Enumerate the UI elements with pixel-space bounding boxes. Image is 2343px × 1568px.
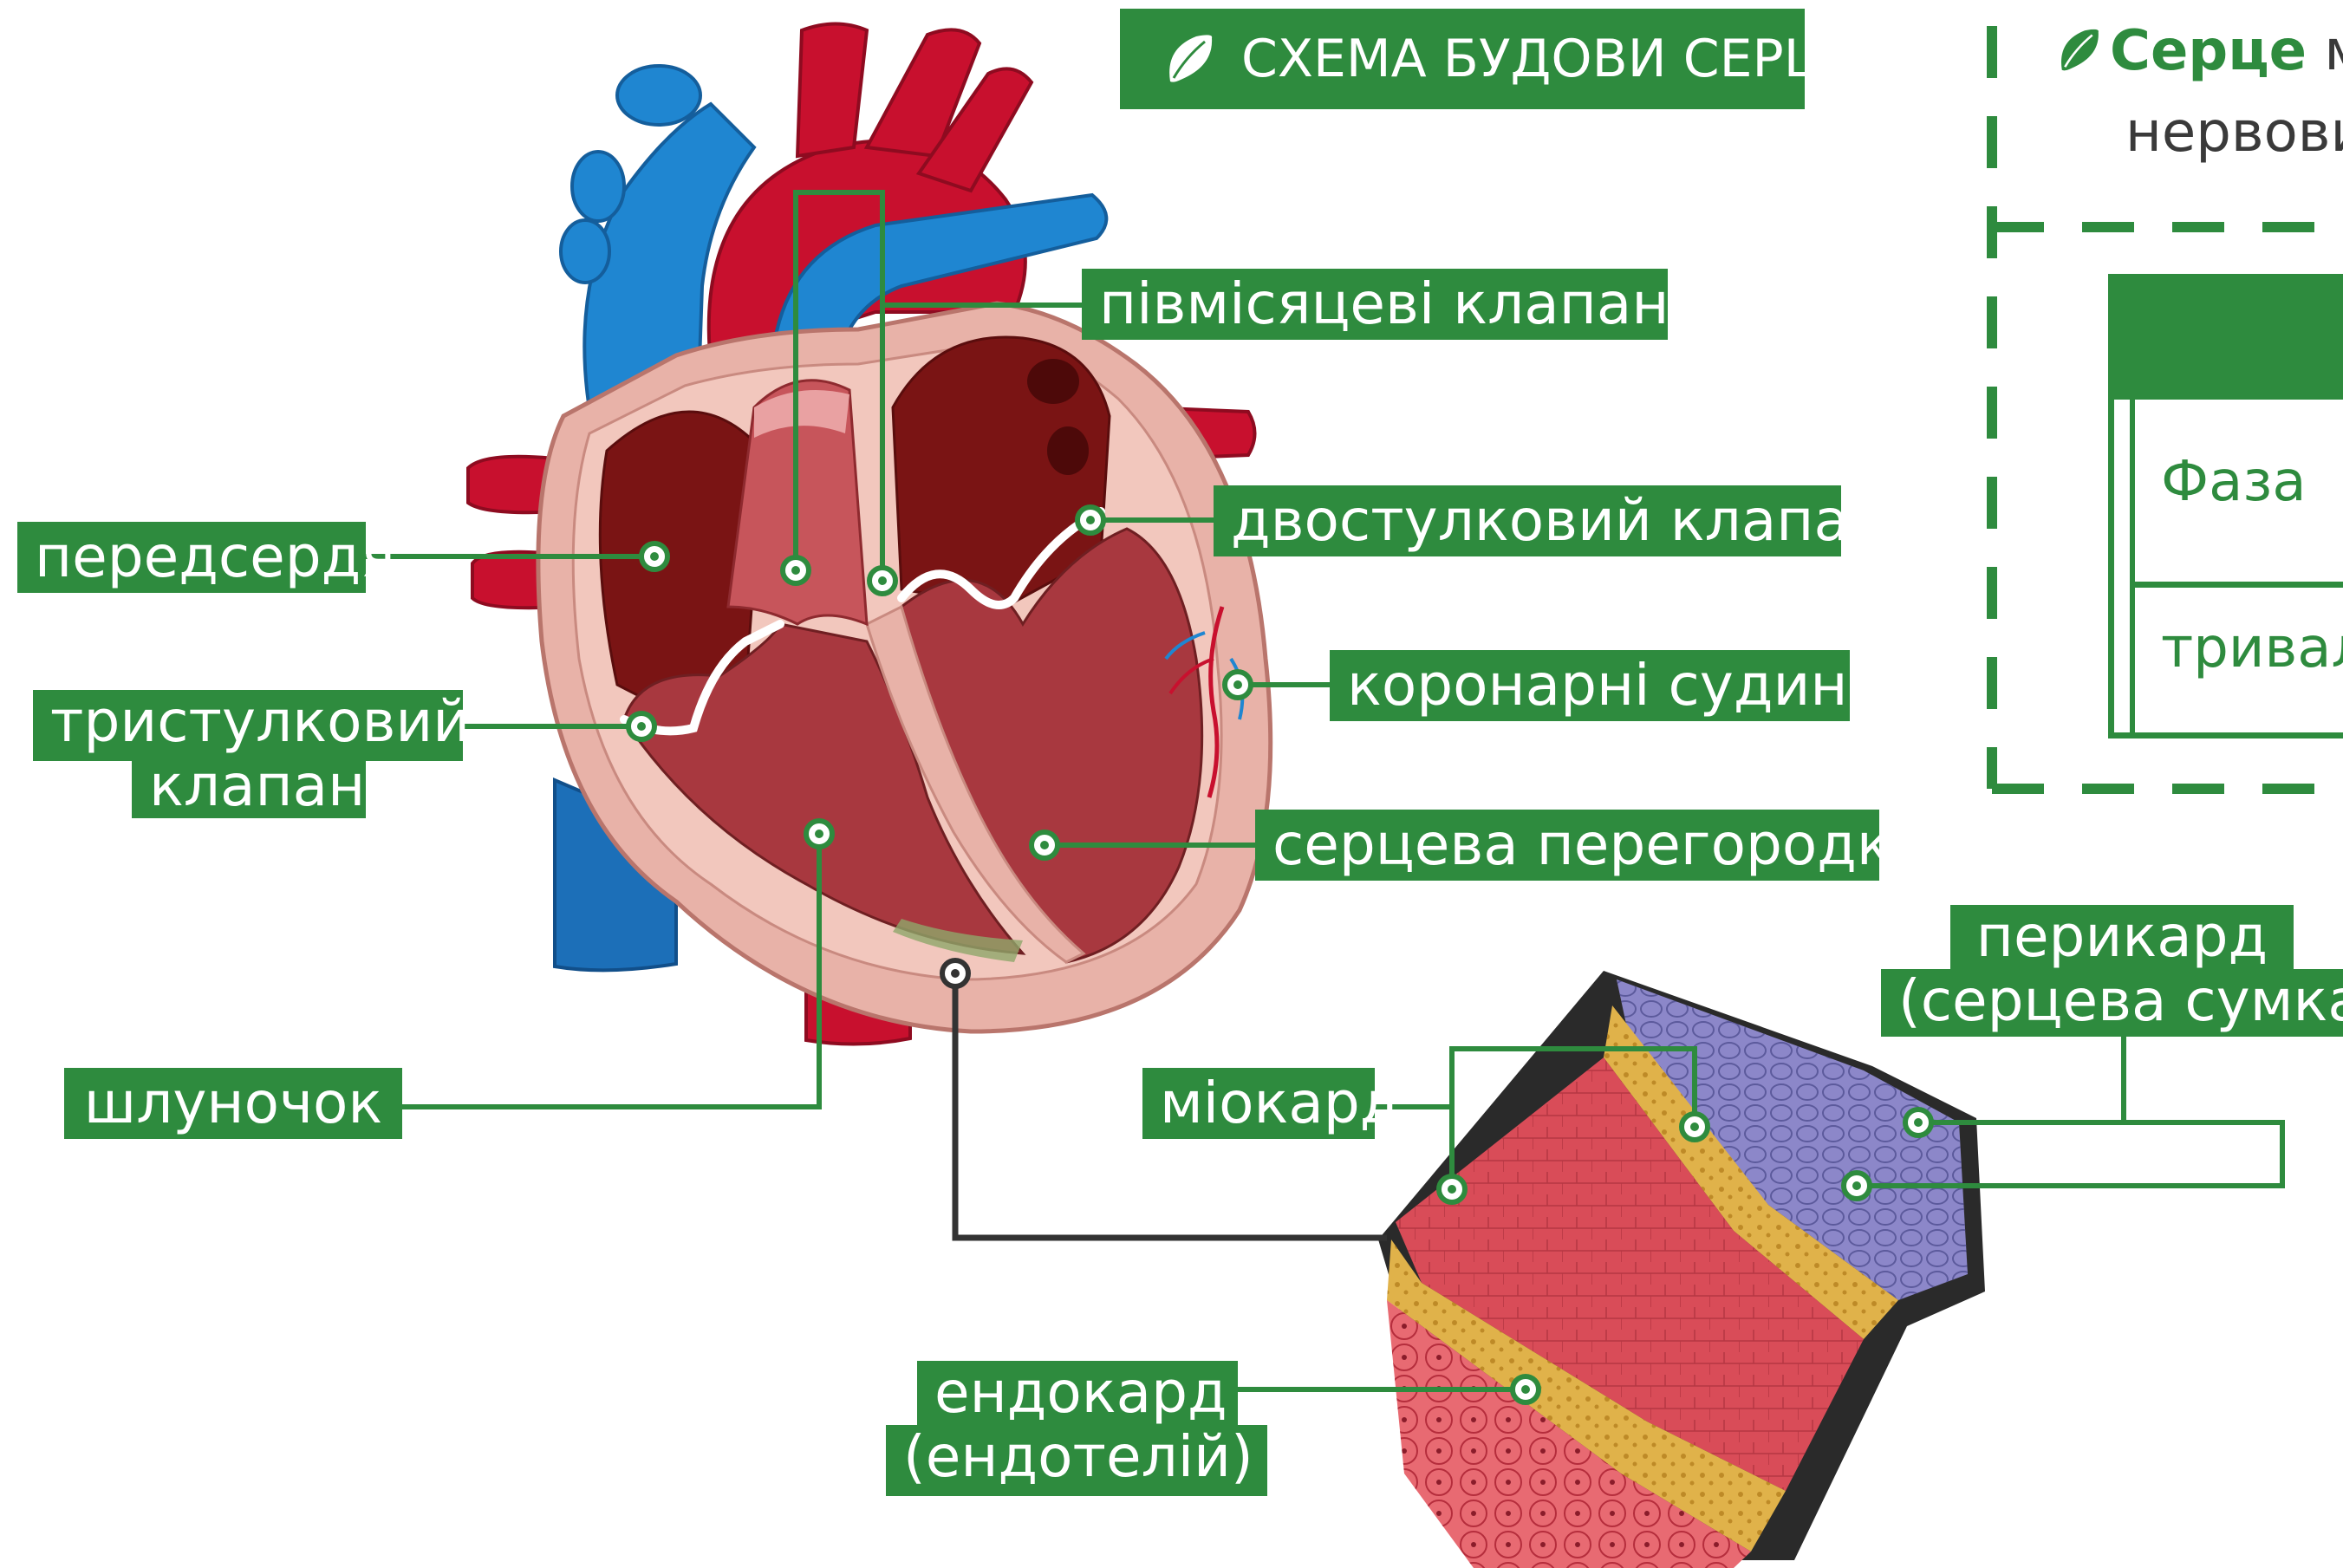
leaf-icon — [1162, 31, 1217, 87]
marker-pericardium-outer — [1905, 1109, 1931, 1135]
label-endocardium-line2: (ендотелій) — [903, 1423, 1253, 1490]
label-endocardium-line1: ендокард — [934, 1359, 1227, 1426]
marker-bicuspid — [1077, 507, 1103, 533]
label-tricuspid-line1: тристулковий — [50, 688, 470, 755]
label-myocardium: міокард — [1142, 1068, 1375, 1139]
label-endocardium: ендокард — [917, 1361, 1238, 1432]
label-pericardium-line2-box: (серцева сумка) — [1881, 969, 2343, 1037]
side-panel-heading-word: Серце — [2110, 19, 2307, 83]
label-tricuspid-valve-line2: клапан — [132, 754, 366, 818]
label-bicuspid-valve: двостулковий клапан — [1214, 485, 1841, 556]
side-panel-heading-rest: м — [2324, 19, 2343, 83]
phase-table-cell: Фаза — [2161, 450, 2307, 514]
marker-myocardium-inner — [1439, 1176, 1465, 1202]
marker-myocardium-outer — [1682, 1114, 1708, 1140]
phase-table-cell: тривал — [2161, 616, 2343, 680]
side-panel-heading: Серце м — [2054, 19, 2343, 83]
label-tricuspid-line2: клапан — [149, 752, 365, 819]
marker-septum — [1032, 832, 1058, 858]
phase-table-row: Фаза — [2130, 400, 2343, 588]
phase-table-header — [2114, 280, 2343, 400]
marker-section — [942, 960, 968, 986]
diagram-title: СХЕМА БУДОВИ СЕРЦЯ — [1120, 9, 1805, 109]
marker-tricuspid — [628, 713, 654, 739]
marker-coronary — [1225, 672, 1251, 698]
label-semilunar-valves: півмісяцеві клапани — [1082, 269, 1668, 340]
label-pericardium: перикард — [1950, 905, 2294, 976]
side-panel-line2: нервови — [2125, 101, 2343, 165]
marker-endocardium — [1513, 1376, 1539, 1402]
marker-semilunar-right — [869, 568, 895, 594]
label-pericardium-line2: (серцева сумка) — [1898, 967, 2343, 1034]
label-atrium: передсердя — [17, 522, 366, 593]
leaf-icon — [2054, 24, 2103, 76]
marker-atrium — [641, 543, 667, 569]
heart-wall-section — [1378, 971, 1985, 1568]
label-tricuspid-valve: тристулковий — [33, 690, 463, 761]
label-ventricle: шлуночок — [64, 1068, 402, 1139]
label-pericardium-line1: перикард — [1976, 903, 2268, 970]
label-endocardium-line2-box: (ендотелій) — [886, 1425, 1267, 1496]
diagram-title-text: СХЕМА БУДОВИ СЕРЦЯ — [1241, 29, 1860, 89]
heart-illustration — [468, 24, 1271, 1044]
marker-pericardium-inner — [1844, 1173, 1870, 1199]
label-septum: серцева перегородка — [1255, 810, 1879, 881]
label-coronary-vessels: коронарні судини — [1330, 650, 1850, 721]
marker-ventricle — [806, 821, 832, 847]
phase-table-row: тривал — [2130, 582, 2343, 734]
marker-semilunar-left — [783, 557, 809, 583]
phase-table: Фаза тривал — [2108, 274, 2343, 738]
